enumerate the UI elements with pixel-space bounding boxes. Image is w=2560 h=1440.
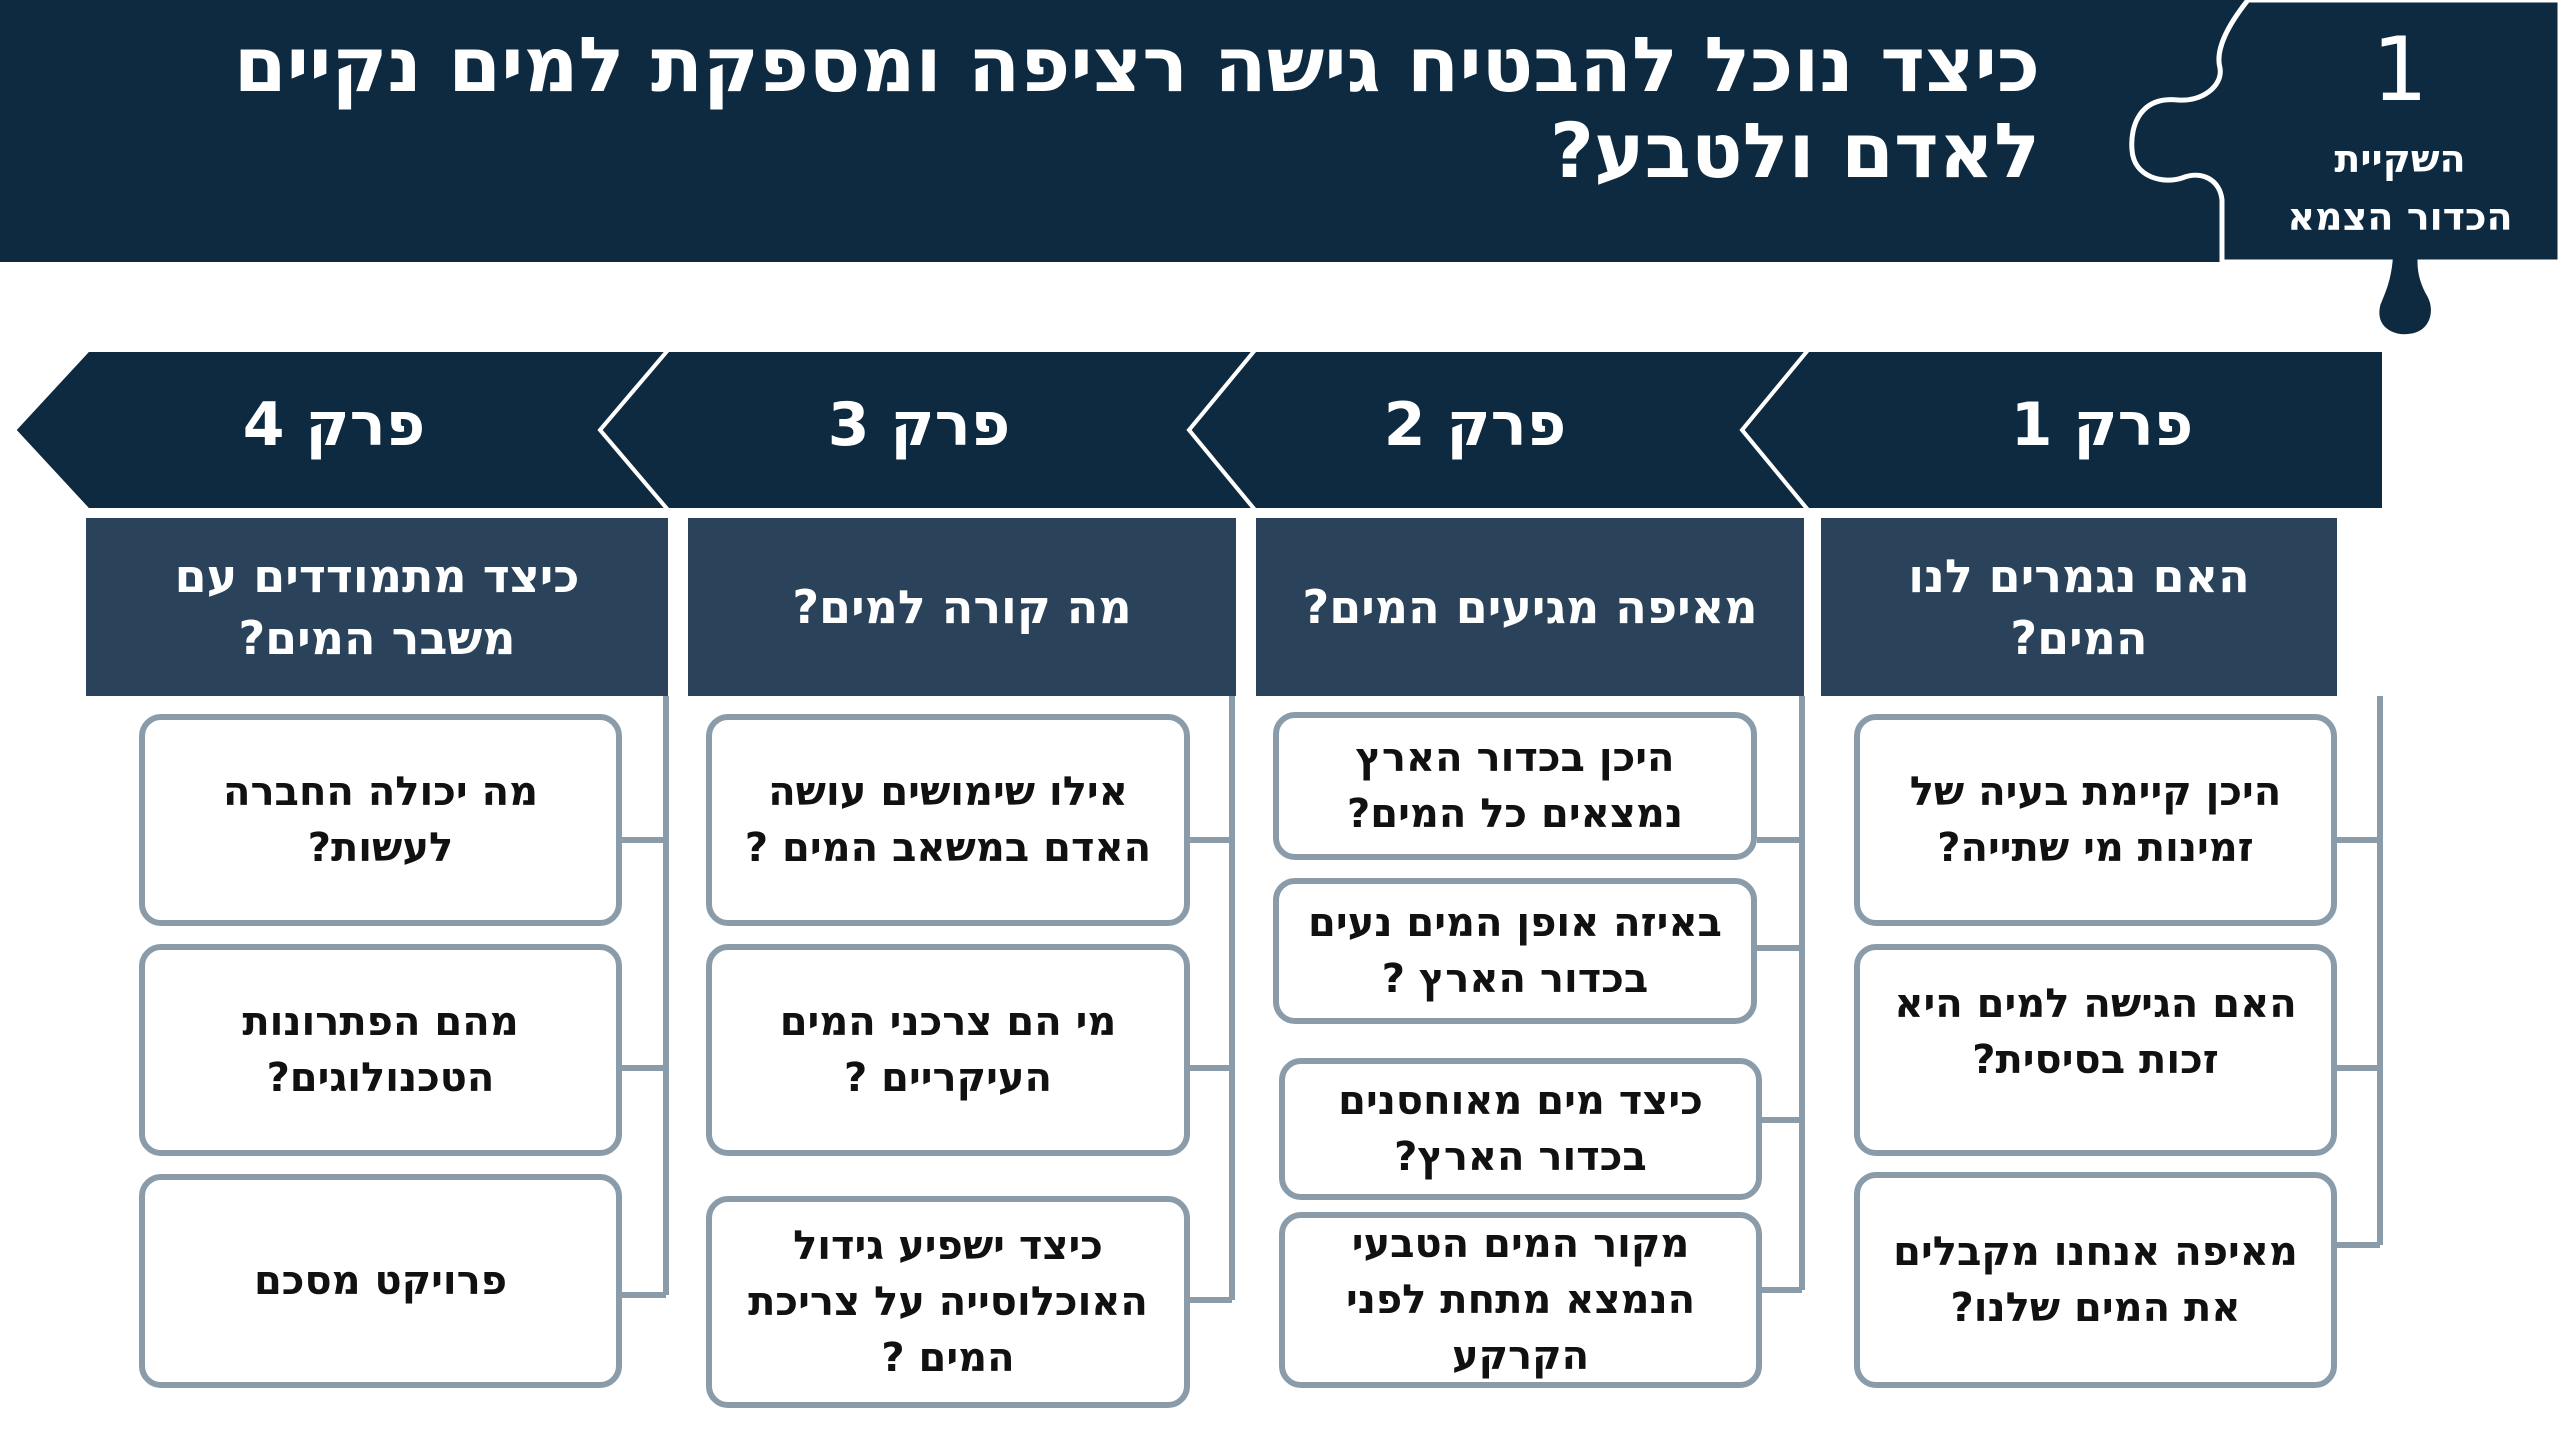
chapter-3-topic-2[interactable]: מי הם צרכני המים העיקריים ? [706, 944, 1190, 1156]
chapter-1-topic-2[interactable]: האם הגישה למים היא זכות בסיסית? [1854, 944, 2337, 1156]
chapter-2-topic-1[interactable]: היכן בכדור הארץ נמצאים כל המים? [1273, 712, 1757, 860]
topic-line: בכדור הארץ ? [1381, 956, 1649, 1002]
chapter-arrows [11, 348, 2386, 512]
unit-number: 1 [2372, 18, 2428, 121]
chapter-1-label[interactable]: פרק 1 [2010, 390, 2194, 460]
topic-line: מי הם צרכני המים [779, 999, 1117, 1045]
topic-line: העיקריים ? [844, 1055, 1052, 1101]
chapter-4-topic-3[interactable]: פרויקט מסכם [139, 1174, 622, 1388]
unit-subtitle-line-1: השקיית [2334, 137, 2466, 181]
topic-line: הטכנולוגים? [266, 1055, 495, 1101]
chapter-4-arrow [11, 348, 673, 512]
topic-line: לעשות? [307, 825, 454, 871]
page-title-line-2: לאדם ולטבע? [1549, 106, 2040, 195]
topic-line: את המים שלנו? [1950, 1285, 2241, 1331]
topic-line: האוכלוסייה על צריכת [748, 1279, 1148, 1325]
chapter-4-topic-2[interactable]: מהם הפתרונות הטכנולוגים? [139, 944, 622, 1156]
topic-line: זמינות מי שתייה? [1937, 825, 2254, 871]
topic-line: פרויקט מסכם [253, 1258, 508, 1304]
chapter-2-topic-3[interactable]: כיצד מים מאוחסנים בכדור הארץ? [1279, 1058, 1762, 1200]
chapter-3-label[interactable]: פרק 3 [827, 390, 1011, 460]
chapter-1-question-line-1: האם נגמרים לנו המים? [1908, 549, 2250, 665]
topic-line: בכדור הארץ? [1394, 1134, 1647, 1180]
topic-line: מה יכולה החברה [222, 769, 539, 815]
chapter-3-topic-1[interactable]: אילו שימושים עושה האדם במשאב המים ? [706, 714, 1190, 926]
unit-subtitle-line-2: הכדור הצמא [2287, 195, 2513, 239]
chapter-4-question: כיצד מתמודדים עם משבר המים? [86, 518, 668, 696]
topic-line: מקור המים הטבעי [1351, 1221, 1690, 1267]
topic-line: הקרקע [1451, 1333, 1590, 1379]
topic-line: האם הגישה למים היא [1894, 981, 2297, 1027]
chapter-4-label[interactable]: פרק 4 [242, 390, 426, 460]
topic-line: באיזה אופן המים נעים [1308, 900, 1722, 946]
topic-line: כיצד מים מאוחסנים [1338, 1078, 1703, 1124]
topic-line: כיצד ישפיע גידול [793, 1223, 1103, 1269]
chapter-3-question: מה קורה למים? [688, 518, 1236, 696]
topic-line: המים ? [881, 1335, 1015, 1381]
chapter-3-question-line-1: מה קורה למים? [792, 580, 1132, 634]
page-title: כיצד נוכל להבטיח גישה רציפה ומספקת למים … [120, 22, 2040, 194]
chapter-2-question: מאיפה מגיעים המים? [1256, 518, 1804, 696]
chapter-3-topic-3[interactable]: כיצד ישפיע גידול האוכלוסייה על צריכת המי… [706, 1196, 1190, 1408]
topic-line: היכן קיימת בעיה של [1909, 769, 2282, 815]
topic-line: נמצאים כל המים? [1347, 791, 1683, 837]
puzzle-piece-icon [2129, 0, 2560, 340]
chapter-4-topic-1[interactable]: מה יכולה החברה לעשות? [139, 714, 622, 926]
page-title-line-1: כיצד נוכל להבטיח גישה רציפה ומספקת למים … [233, 20, 2040, 109]
chapter-1-question: האם נגמרים לנו המים? [1821, 518, 2337, 696]
chapter-2-label[interactable]: פרק 2 [1383, 390, 1567, 460]
chapter-1-topic-1[interactable]: היכן קיימת בעיה של זמינות מי שתייה? [1854, 714, 2337, 926]
topic-line: האדם במשאב המים ? [744, 825, 1152, 871]
unit-subtitle: השקיית הכדור הצמא [2270, 130, 2530, 246]
chapter-4-question-line-1: כיצד מתמודדים עם [174, 549, 580, 603]
topic-line: מהם הפתרונות [242, 999, 519, 1045]
topic-line: אילו שימושים עושה [768, 769, 1128, 815]
topic-line: היכן בכדור הארץ [1355, 735, 1675, 781]
topic-line: זכות בסיסית? [1972, 1037, 2219, 1083]
chapter-1-topic-3[interactable]: מאיפה אנחנו מקבלים את המים שלנו? [1854, 1172, 2337, 1388]
chapter-2-question-line-1: מאיפה מגיעים המים? [1302, 580, 1758, 634]
chapter-2-topic-2[interactable]: באיזה אופן המים נעים בכדור הארץ ? [1273, 878, 1757, 1024]
topic-line: הנמצא מתחת לפני [1345, 1277, 1696, 1323]
chapter-2-topic-4[interactable]: מקור המים הטבעי הנמצא מתחת לפני הקרקע [1279, 1212, 1762, 1388]
chapter-4-question-line-2: משבר המים? [238, 611, 516, 665]
topic-line: מאיפה אנחנו מקבלים [1893, 1229, 2298, 1275]
